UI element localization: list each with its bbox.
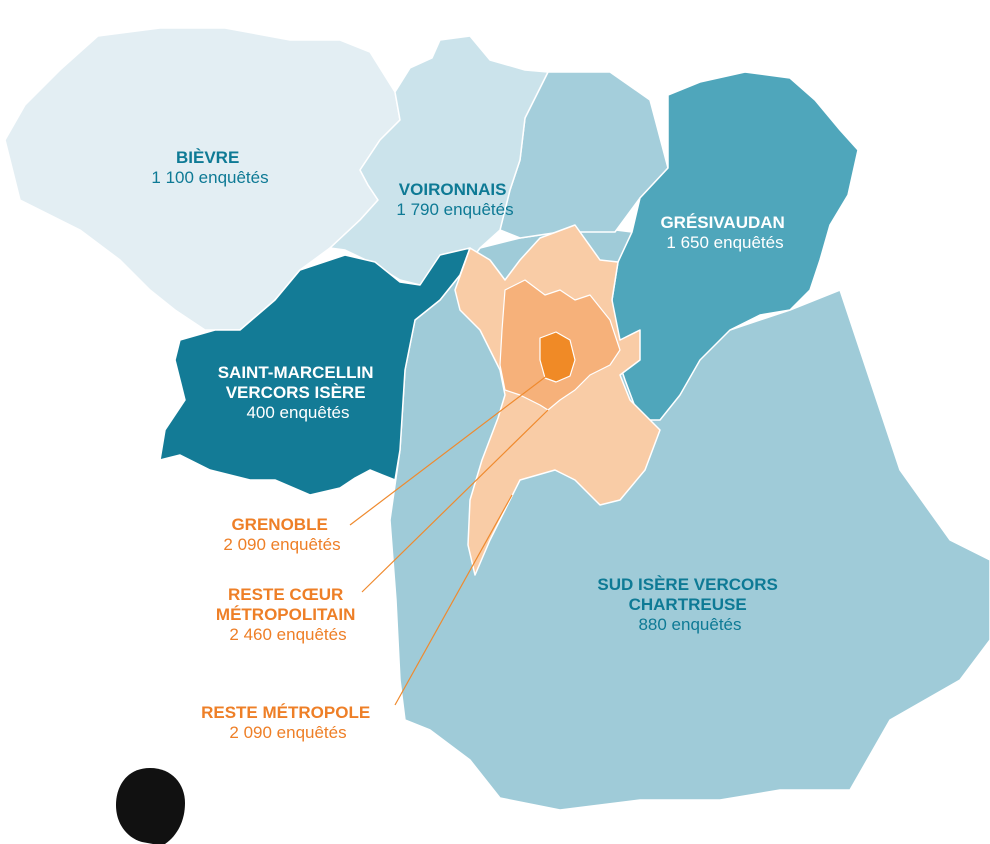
gresivaudan-name: GRÉSIVAUDAN bbox=[660, 213, 784, 232]
smvi-count: 400 enquêtés bbox=[246, 403, 349, 422]
leader-grenoble bbox=[349, 374, 549, 526]
voironnais-name: VOIRONNAIS bbox=[399, 180, 507, 199]
label-reste-metropole: RESTE MÉTROPOLE 2 090 enquêtés bbox=[201, 703, 375, 742]
sud-isere-count: 880 enquêtés bbox=[638, 615, 741, 634]
label-grenoble: GRENOBLE 2 090 enquêtés bbox=[223, 515, 340, 554]
reste-coeur-name-line1: RESTE CŒUR bbox=[228, 585, 343, 604]
bievre-name: BIÈVRE bbox=[176, 148, 239, 167]
region-grenoble[interactable] bbox=[539, 331, 576, 383]
label-saint-marcellin: SAINT-MARCELLIN VERCORS ISÈRE 400 enquêt… bbox=[218, 363, 379, 422]
reste-metropole-count: 2 090 enquêtés bbox=[229, 723, 346, 742]
smvi-name-line1: SAINT-MARCELLIN bbox=[218, 363, 374, 382]
region-bievre[interactable] bbox=[4, 27, 401, 331]
reste-coeur-count: 2 460 enquêtés bbox=[229, 625, 346, 644]
gresivaudan-count: 1 650 enquêtés bbox=[666, 233, 783, 252]
reste-coeur-name-line2: MÉTROPOLITAIN bbox=[216, 605, 355, 624]
sud-isere-name-line1: SUD ISÈRE VERCORS bbox=[597, 575, 777, 594]
smvi-name-line2: VERCORS ISÈRE bbox=[226, 383, 366, 402]
label-bievre: BIÈVRE 1 100 enquêtés bbox=[151, 148, 268, 187]
voironnais-count: 1 790 enquêtés bbox=[396, 200, 513, 219]
label-sud-isere: SUD ISÈRE VERCORS CHARTREUSE 880 enquêté… bbox=[597, 575, 782, 634]
speech-bubble-icon bbox=[116, 768, 185, 844]
bievre-count: 1 100 enquêtés bbox=[151, 168, 268, 187]
reste-metropole-name: RESTE MÉTROPOLE bbox=[201, 703, 370, 722]
label-gresivaudan: GRÉSIVAUDAN 1 650 enquêtés bbox=[660, 213, 789, 252]
label-reste-coeur: RESTE CŒUR MÉTROPOLITAIN 2 460 enquêtés bbox=[216, 585, 360, 644]
label-voironnais: VOIRONNAIS 1 790 enquêtés bbox=[396, 180, 513, 219]
leader-reste-metropole bbox=[394, 494, 513, 706]
sud-isere-name-line2: CHARTREUSE bbox=[629, 595, 747, 614]
leader-reste-coeur bbox=[361, 409, 549, 593]
region-saint-marcellin-vercors-isere[interactable] bbox=[159, 247, 471, 496]
grenoble-count: 2 090 enquêtés bbox=[223, 535, 340, 554]
grenoble-name: GRENOBLE bbox=[231, 515, 327, 534]
